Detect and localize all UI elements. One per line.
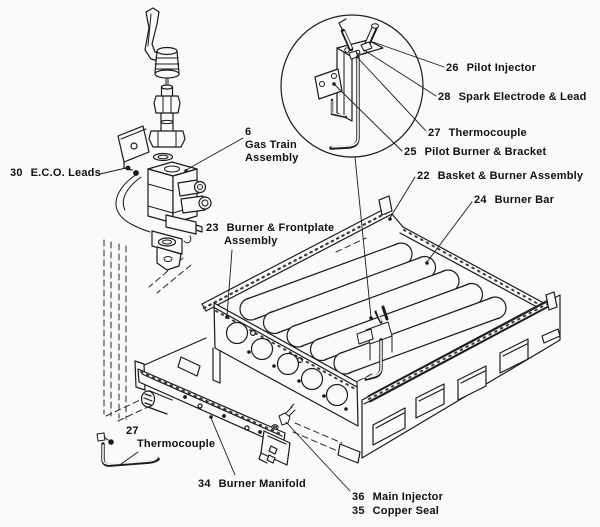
callout-label: Pilot Injector <box>466 62 537 74</box>
callout-number: 35 <box>352 505 365 517</box>
pilot-burner-in-basket-drawing <box>356 305 393 381</box>
main-injector-drawing <box>278 403 296 426</box>
callout-label: Spark Electrode & Lead <box>458 91 587 103</box>
thermocouple-bottom-drawing <box>96 432 160 467</box>
callout-number: 27 <box>428 127 441 139</box>
callout-label: Main Injector <box>372 491 444 503</box>
pilot-detail-inset <box>280 14 424 158</box>
callout-27-thermocouple-bottom: 27 Thermocouple <box>126 425 215 451</box>
callout-number: 34 <box>198 478 211 490</box>
callout-24-burner-bar: 24 Burner Bar <box>474 194 554 207</box>
callout-30-eco-leads: 30 E.C.O. Leads <box>10 167 101 180</box>
callout-label: Pilot Burner & Bracket <box>424 146 547 158</box>
callout-35-copper-seal: 35 Copper Seal <box>352 505 439 518</box>
callout-number: 28 <box>438 91 451 103</box>
callout-28-spark-electrode: 28 Spark Electrode & Lead <box>438 91 587 104</box>
injector-bracket-drawing <box>258 430 291 466</box>
callout-label: Burner Bar <box>494 194 555 206</box>
callout-label: Thermocouple <box>448 127 527 139</box>
callout-label: Burner & Frontplate <box>226 222 335 234</box>
callout-34-burner-manifold: 34 Burner Manifold <box>198 478 306 491</box>
callout-6-gas-train: 6 Gas Train Assembly <box>245 126 299 165</box>
callout-label: Assembly <box>224 235 278 247</box>
callout-22-basket-burner: 22 Basket & Burner Assembly <box>417 170 583 183</box>
callout-label: Assembly <box>245 152 299 164</box>
callout-number: 24 <box>474 194 487 206</box>
callout-number: 6 <box>245 126 252 138</box>
callout-number: 36 <box>352 491 365 503</box>
callout-number: 22 <box>417 170 430 182</box>
callout-25-pilot-burner: 25 Pilot Burner & Bracket <box>404 146 546 159</box>
callout-number: 30 <box>10 167 23 179</box>
callout-number: 27 <box>126 425 139 437</box>
burner-frontplate-drawing <box>177 302 359 427</box>
callout-label: Burner Manifold <box>218 478 306 490</box>
callout-label: E.C.O. Leads <box>30 167 101 179</box>
callout-27-thermocouple-top: 27 Thermocouple <box>428 127 527 140</box>
callout-number: 25 <box>404 146 417 158</box>
callout-23-burner-frontplate: 23 Burner & Frontplate Assembly <box>206 222 334 248</box>
callout-36-main-injector: 36 Main Injector <box>352 491 443 504</box>
callout-label: Gas Train <box>245 139 297 151</box>
burner-manifold-drawing <box>134 337 296 466</box>
gas-train-assembly-drawing <box>115 7 212 271</box>
callout-label: Thermocouple <box>137 438 216 450</box>
callout-26-pilot-injector: 26 Pilot Injector <box>446 62 536 75</box>
copper-seal-drawing <box>271 424 279 430</box>
callout-number: 23 <box>206 222 219 234</box>
callout-label: Basket & Burner Assembly <box>437 170 584 182</box>
callout-label: Copper Seal <box>372 505 440 517</box>
callout-number: 26 <box>446 62 459 74</box>
leader-lines <box>99 41 473 492</box>
